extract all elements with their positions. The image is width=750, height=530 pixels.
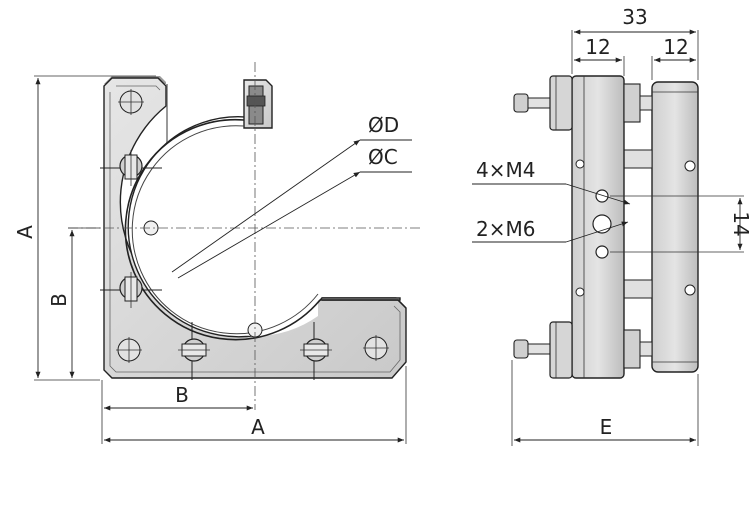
screw-bottom-right xyxy=(300,322,332,380)
label-B-horizontal: B xyxy=(175,383,189,407)
side-view: 33 12 12 4×M4 2×M6 14 E xyxy=(472,5,750,446)
adjuster-lower xyxy=(513,321,653,379)
label-M6: 2×M6 xyxy=(476,217,535,241)
hole-bottom-left xyxy=(116,337,142,363)
screw-bottom-mid xyxy=(178,322,210,380)
label-12-right: 12 xyxy=(663,35,688,59)
hole-M4-upper xyxy=(595,189,609,203)
front-view: ØD ØC A B B A xyxy=(13,62,420,444)
screw-left-upper xyxy=(100,150,162,186)
hole-bottom-right xyxy=(363,335,389,361)
leader-D xyxy=(171,139,361,273)
label-C: ØC xyxy=(368,145,398,169)
label-E: E xyxy=(600,415,613,439)
label-B-vertical: B xyxy=(47,293,71,307)
label-A-vertical: A xyxy=(13,225,37,239)
lower-leg-edge xyxy=(320,299,407,309)
label-A-horizontal: A xyxy=(251,415,265,439)
label-M4: 4×M4 xyxy=(476,158,535,182)
back-plate xyxy=(651,81,699,373)
label-14: 14 xyxy=(729,211,750,236)
bore-outline xyxy=(124,118,321,341)
hole-top-left xyxy=(118,89,144,115)
post-upper xyxy=(621,149,653,169)
bore-inner-outline xyxy=(131,125,319,335)
plate-inner-edge xyxy=(109,85,401,373)
post-lower xyxy=(621,279,653,299)
set-screw-head xyxy=(246,95,266,107)
screw-left-lower xyxy=(100,272,162,308)
leader-C xyxy=(177,171,361,279)
adjuster-upper xyxy=(513,75,653,131)
label-12-left: 12 xyxy=(585,35,610,59)
hole-M4-lower xyxy=(595,245,609,259)
label-D: ØD xyxy=(368,113,399,137)
label-33: 33 xyxy=(622,5,647,29)
